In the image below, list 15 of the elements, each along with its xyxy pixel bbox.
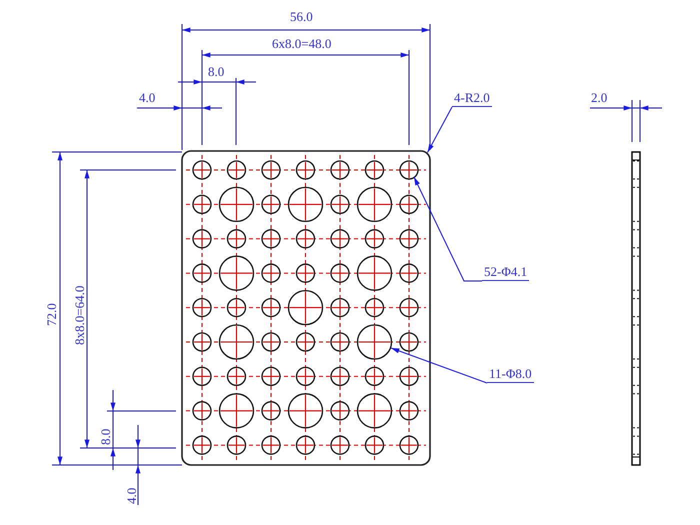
dimension-text: 8.0 bbox=[208, 65, 224, 79]
dimension-text: 4.0 bbox=[139, 91, 156, 105]
dimension-text: 2.0 bbox=[591, 91, 608, 105]
dimension-text: 8.0 bbox=[99, 428, 113, 445]
callout-text: 4-R2.0 bbox=[452, 91, 492, 107]
dimension-text: 56.0 bbox=[290, 10, 313, 24]
dimension-text: 4.0 bbox=[125, 488, 139, 504]
leader-line bbox=[390, 348, 488, 384]
leader-line bbox=[414, 176, 482, 282]
dimension-text: 6x8.0=48.0 bbox=[272, 37, 332, 51]
dimension-text: 8x8.0=64.0 bbox=[73, 286, 87, 345]
callout-text: 52-Φ4.1 bbox=[482, 265, 530, 281]
callout-text: 11-Φ8.0 bbox=[487, 367, 534, 383]
leader-line bbox=[427, 106, 452, 153]
dimension-text: 72.0 bbox=[45, 303, 59, 326]
